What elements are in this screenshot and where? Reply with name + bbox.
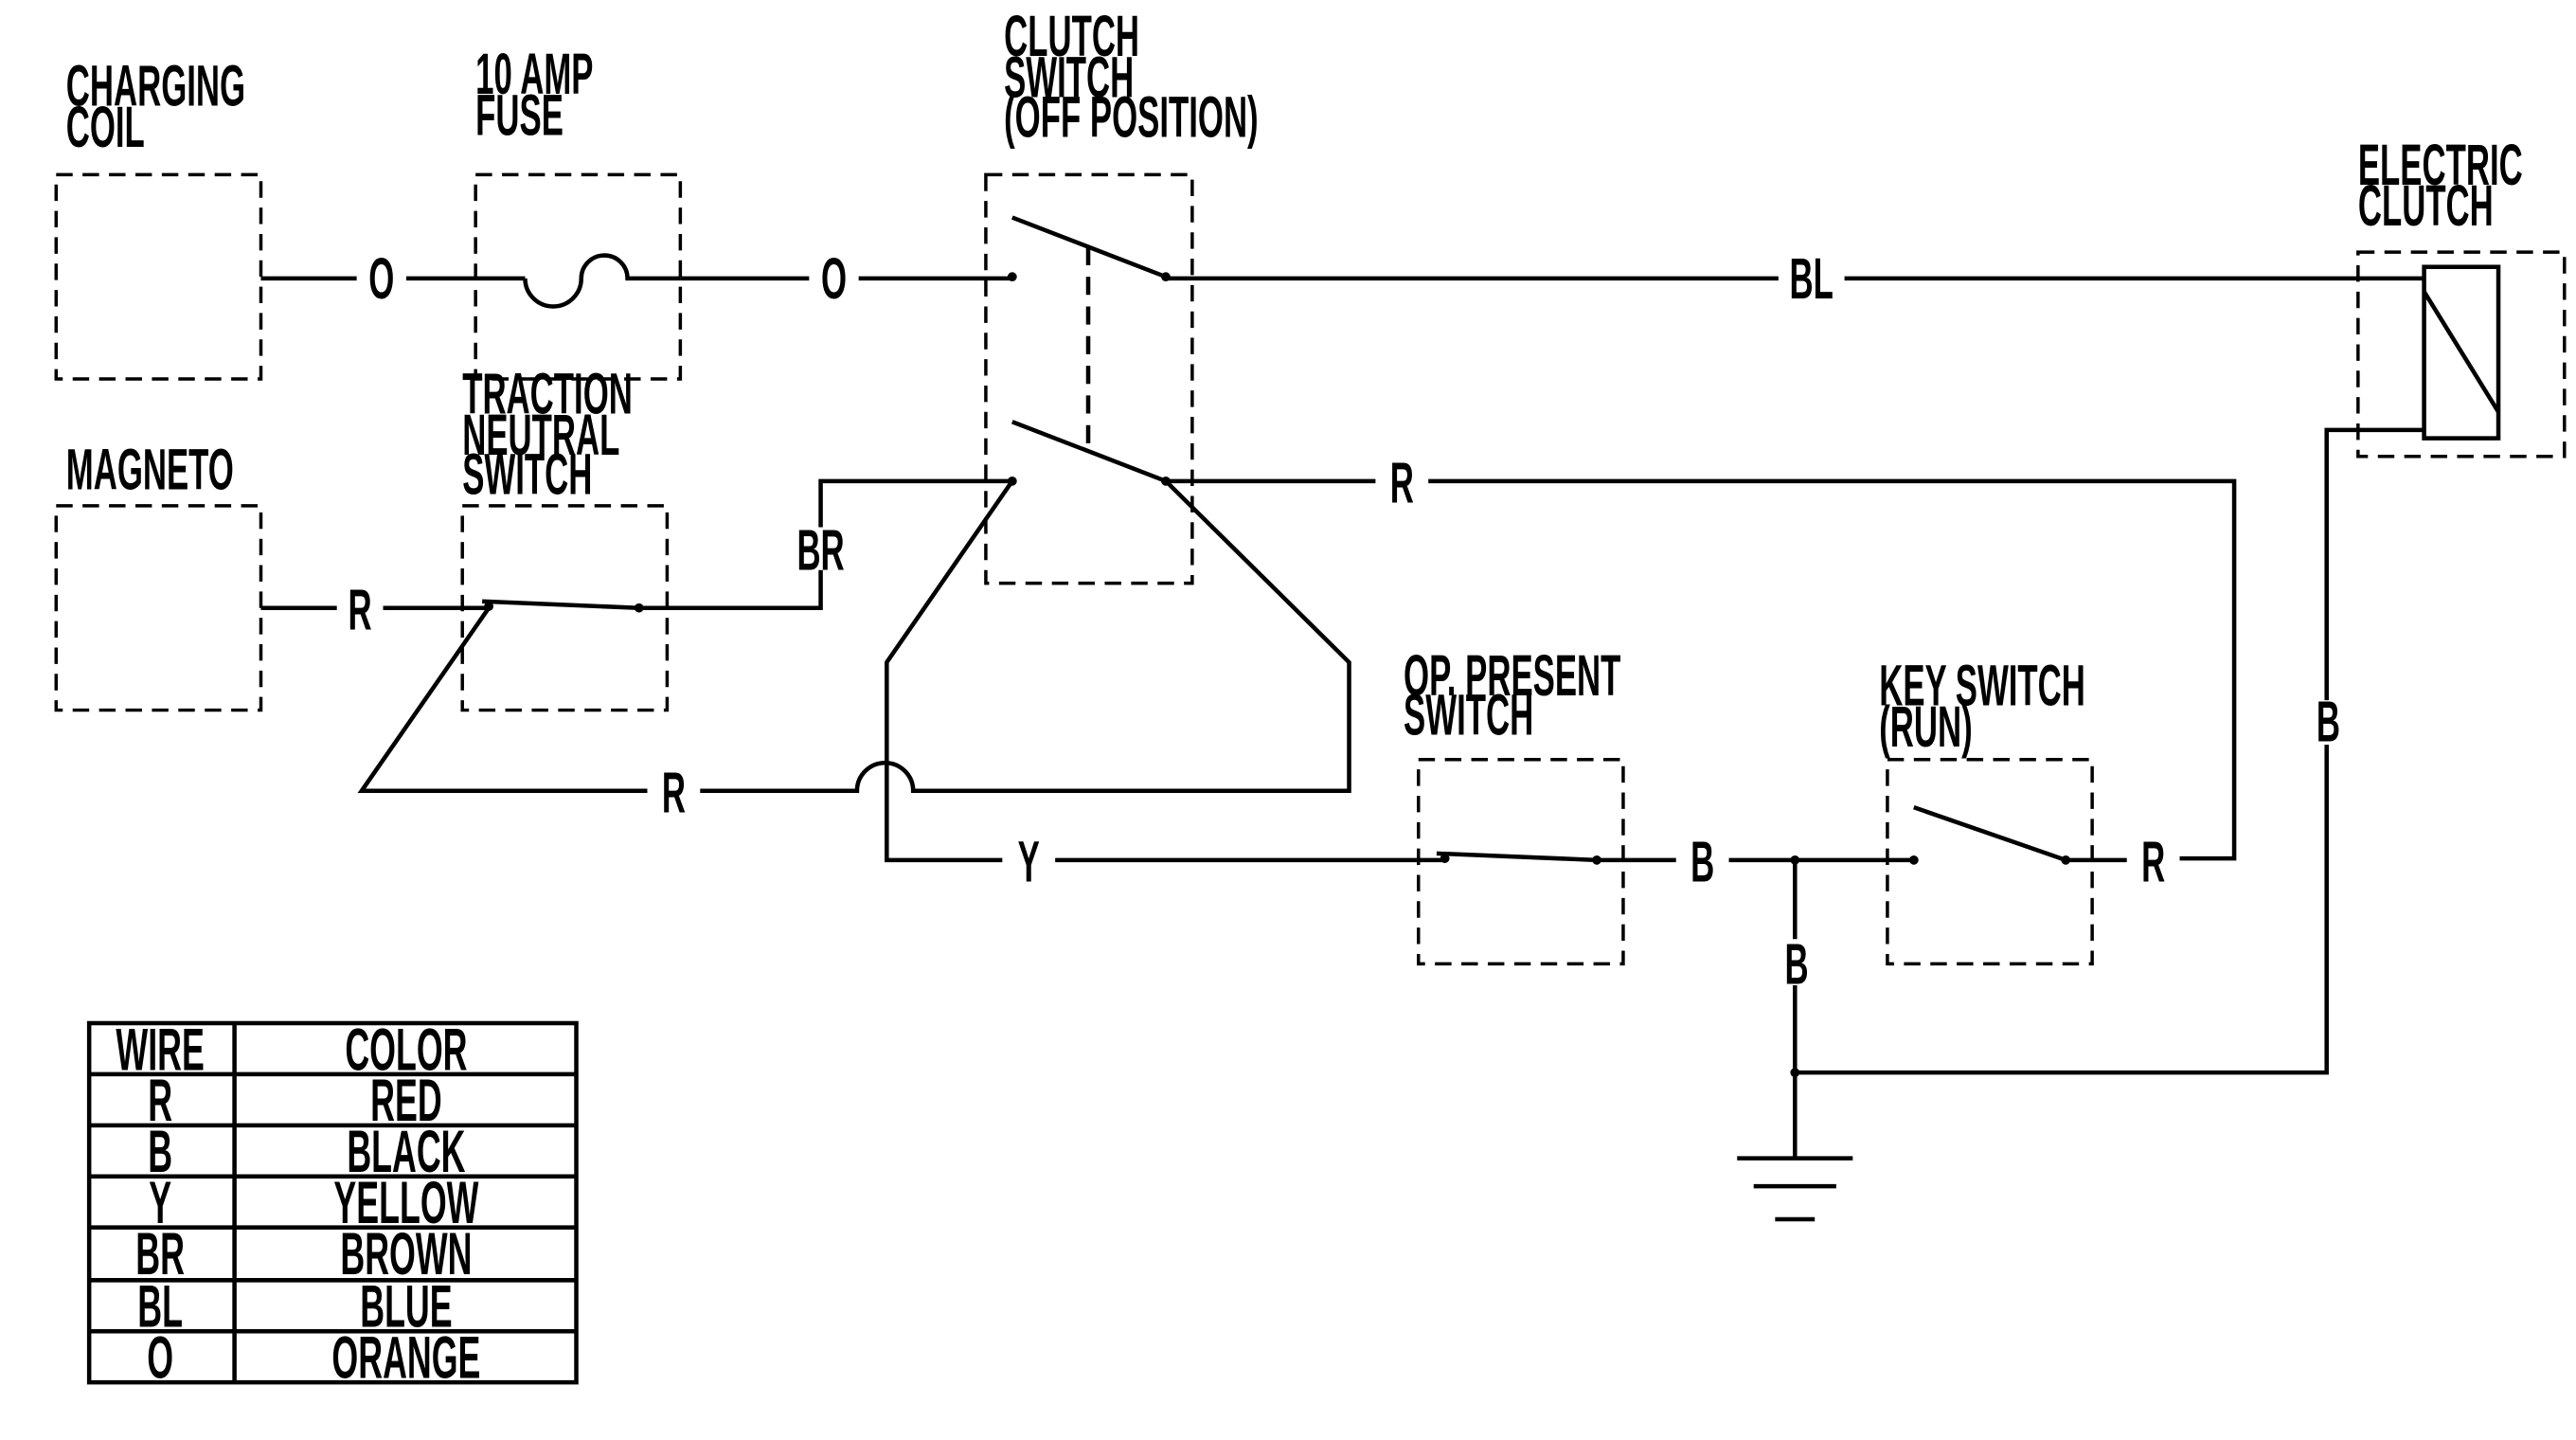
- legend-wire-code: BR: [135, 1220, 185, 1287]
- wire-label-key-out: R: [2141, 829, 2165, 894]
- label-fuse: 10 AMP FUSE: [475, 42, 593, 148]
- svg-text:COIL: COIL: [66, 95, 145, 160]
- label-key-switch: KEY SWITCH (RUN): [1879, 653, 2085, 759]
- legend-wire-color: BROWN: [340, 1220, 472, 1287]
- legend-wire-code: R: [148, 1068, 172, 1134]
- wire-lower-loop: [357, 479, 1351, 794]
- svg-text:SWITCH: SWITCH: [1004, 45, 1134, 110]
- legend-wire-color: BLACK: [347, 1119, 465, 1185]
- svg-text:(OFF POSITION): (OFF POSITION): [1004, 84, 1259, 150]
- clutch-switch-box: [984, 172, 1194, 585]
- charging-coil-box: [54, 172, 263, 381]
- legend-wire-color: RED: [370, 1068, 442, 1134]
- svg-text:SWITCH: SWITCH: [1404, 682, 1533, 747]
- svg-text:KEY SWITCH: KEY SWITCH: [1879, 653, 2085, 718]
- svg-text:10 AMP: 10 AMP: [475, 42, 593, 107]
- wire-label-clutch-to-op-present: Y: [1018, 829, 1040, 894]
- label-charging-coil: CHARGING COIL: [66, 53, 245, 159]
- legend-wire-code: BL: [137, 1273, 183, 1340]
- svg-text:ELECTRIC: ELECTRIC: [2358, 133, 2523, 198]
- svg-text:FUSE: FUSE: [475, 82, 564, 148]
- svg-text:(RUN): (RUN): [1879, 694, 1973, 760]
- label-op-present-switch: OP. PRESENT SWITCH: [1404, 643, 1620, 747]
- wire-color-legend: WIRE COLOR R RED B BLACK Y YELLOW BR BRO…: [86, 1017, 579, 1391]
- wire-neutral-to-clutch: [638, 478, 1012, 610]
- legend-wire-color: YELLOW: [333, 1170, 479, 1236]
- svg-text:MAGNETO: MAGNETO: [66, 437, 234, 502]
- label-clutch-switch: CLUTCH SWITCH (OFF POSITION): [1004, 4, 1259, 150]
- legend-wire-color: BLUE: [360, 1273, 452, 1340]
- svg-text:CLUTCH: CLUTCH: [2358, 173, 2494, 239]
- magneto-box: [54, 504, 263, 712]
- electric-clutch-box: [2356, 250, 2567, 459]
- wire-label-coil-to-fuse: O: [368, 246, 394, 312]
- svg-text:CHARGING: CHARGING: [66, 53, 245, 118]
- junction-dot: [1790, 1068, 1800, 1078]
- wire-clutch-to-key-switch: [1165, 478, 2237, 861]
- wire-label-clutch-to-key-switch: R: [1390, 450, 1414, 515]
- wire-electric-clutch-ground: [1795, 427, 2424, 1075]
- wire-label-clutch-to-electric-clutch: BL: [1790, 246, 1834, 312]
- legend-wire-code: B: [148, 1119, 172, 1185]
- wire-label-fuse-to-clutch: O: [821, 246, 847, 312]
- op-present-switch-contact: [1436, 851, 1601, 865]
- svg-text:TRACTION: TRACTION: [462, 361, 633, 426]
- wire-label-electric-clutch-ground: B: [2317, 689, 2340, 754]
- key-switch-contact: [1908, 805, 2071, 865]
- label-electric-clutch: ELECTRIC CLUTCH: [2358, 133, 2523, 239]
- legend-wire-code: O: [147, 1324, 173, 1391]
- svg-text:OP. PRESENT: OP. PRESENT: [1404, 643, 1620, 709]
- svg-text:SWITCH: SWITCH: [462, 441, 592, 507]
- legend-wire-color: ORANGE: [331, 1324, 480, 1391]
- wire-label-neutral-to-clutch: BR: [796, 517, 844, 583]
- wire-clutch-to-op-present: [885, 479, 1445, 863]
- label-traction-neutral-switch: TRACTION NEUTRAL SWITCH: [462, 361, 633, 507]
- legend-wire-code: Y: [149, 1170, 171, 1236]
- wire-label-lower-loop: R: [662, 760, 686, 825]
- svg-text:NEUTRAL: NEUTRAL: [462, 403, 619, 468]
- wire-coil-to-fuse: [260, 253, 681, 309]
- electric-clutch-coil: [2422, 264, 2501, 441]
- svg-text:CLUTCH: CLUTCH: [1004, 4, 1139, 69]
- ground-symbol: [1737, 1156, 1853, 1222]
- legend-header-wire: WIRE: [116, 1017, 204, 1083]
- label-magneto: MAGNETO: [66, 437, 234, 502]
- wire-label-op-present-to-key: B: [1690, 829, 1714, 894]
- traction-neutral-switch-contact: [482, 599, 644, 613]
- legend-header-color: COLOR: [345, 1017, 467, 1083]
- wire-label-ground-branch: B: [1784, 931, 1808, 997]
- wire-label-magneto-to-neutral: R: [349, 577, 372, 642]
